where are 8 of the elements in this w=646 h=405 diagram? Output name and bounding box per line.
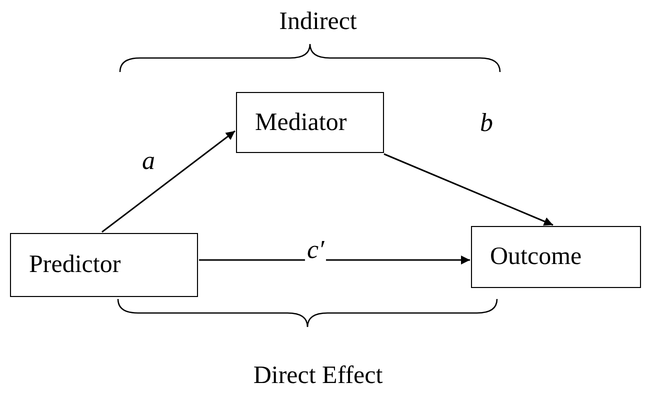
brace-label: Indirect (279, 8, 357, 36)
variable-box: Mediator (236, 92, 384, 153)
variable-box: Outcome (471, 226, 641, 288)
arrow (102, 130, 236, 233)
arrow (199, 256, 470, 264)
variable-box: Predictor (10, 233, 198, 297)
arrow (384, 153, 554, 226)
brace-label: Direct Effect (253, 362, 383, 390)
